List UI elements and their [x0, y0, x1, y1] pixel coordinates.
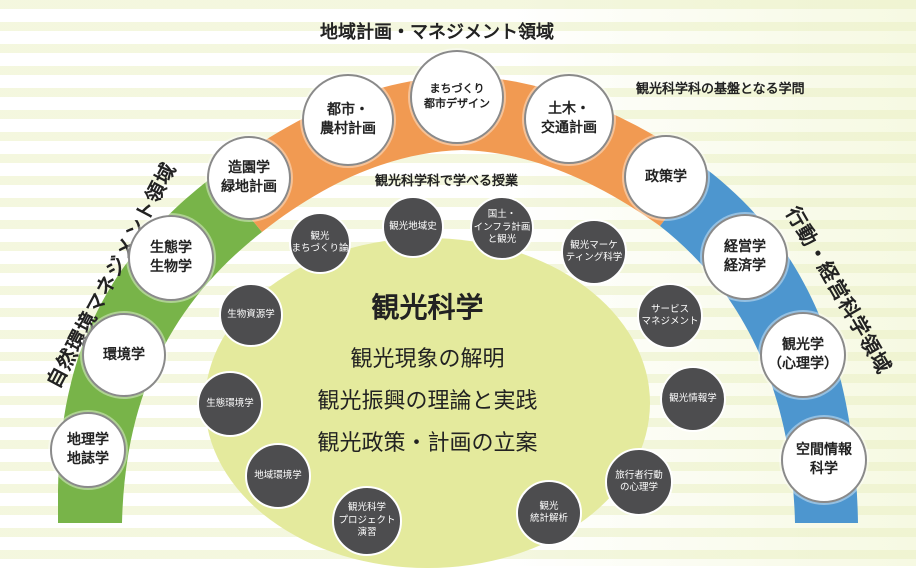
foundation-circle-business: 経営学 経済学 — [702, 214, 788, 300]
class-circle-bio-resources: 生物資源学 — [219, 283, 283, 347]
class-circle-regional-history: 観光地域史 — [382, 196, 444, 258]
foundation-circle-geography: 地理学 地誌学 — [50, 412, 126, 488]
class-circle-marketing: 観光マーケ ティング科学 — [561, 219, 627, 285]
class-circle-infrastructure: 国土・ インフラ計画 と観光 — [470, 196, 534, 260]
foundation-label: 観光科学科の基盤となる学問 — [636, 82, 805, 97]
center-line-1: 観光現象の解明 — [350, 347, 505, 372]
foundation-circle-civil: 土木・ 交通計画 — [524, 74, 614, 164]
class-circle-service-mgmt: サービス マネジメント — [637, 283, 703, 349]
foundation-circle-psychology: 観光学 （心理学） — [760, 312, 846, 398]
classes-label: 観光科学科で学べる授業 — [375, 174, 519, 189]
foundation-circle-spatial-info: 空間情報 科学 — [781, 417, 867, 503]
foundation-circle-urban-rural: 都市・ 農村計画 — [302, 74, 394, 166]
foundation-circle-environment: 環境学 — [82, 313, 166, 397]
class-circle-project: 観光科学 プロジェクト 演習 — [332, 486, 402, 556]
center-title: 観光科学 — [371, 291, 484, 324]
center-ellipse-group: 観光科学 観光現象の解明 観光振興の理論と実践 観光政策・計画の立案 — [205, 238, 650, 568]
class-circle-tourism-info: 観光情報学 — [660, 366, 726, 432]
class-circle-regional-env: 地域環境学 — [245, 443, 311, 509]
class-circle-town-dev: 観光 まちづくり論 — [289, 212, 351, 274]
foundation-circle-landscape: 造園学 緑地計画 — [207, 136, 291, 220]
class-circle-eco-environment: 生態環境学 — [197, 371, 263, 437]
class-circle-statistics: 観光 統計解析 — [516, 480, 582, 546]
foundation-circle-ecology: 生態学 生物学 — [128, 215, 214, 301]
foundation-circle-policy: 政策学 — [624, 135, 708, 219]
class-circle-traveler-psych: 旅行者行動 の心理学 — [605, 448, 673, 516]
top-region-label: 地域計画・マネジメント領域 — [320, 22, 554, 43]
center-line-2: 観光振興の理論と実践 — [317, 389, 538, 414]
center-line-3: 観光政策・計画の立案 — [317, 431, 538, 456]
foundation-circle-town-design: まちづくり 都市デザイン — [410, 50, 504, 144]
